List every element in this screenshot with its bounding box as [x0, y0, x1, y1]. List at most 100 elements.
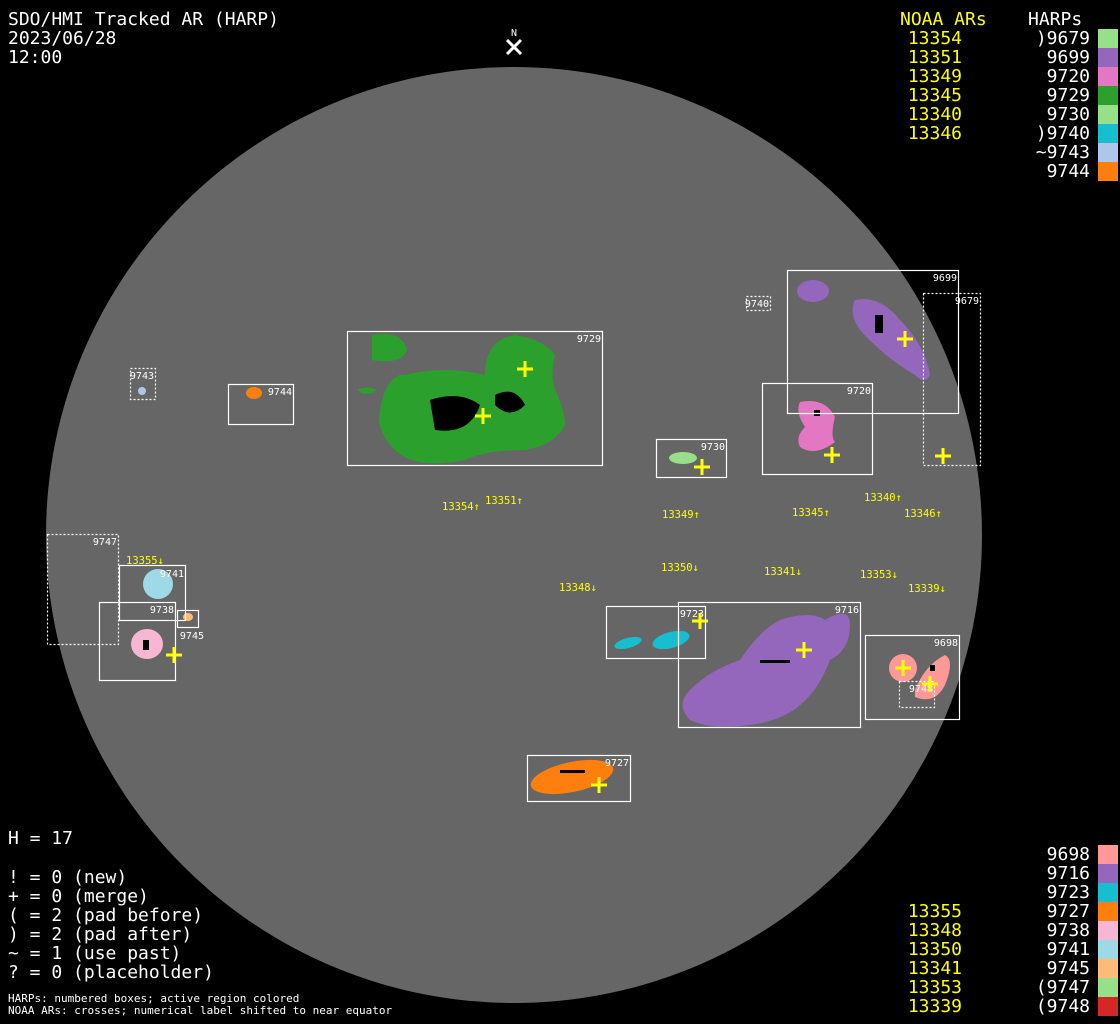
harp-legend-row: 9741 [1036, 940, 1118, 959]
harp-legend-row: 9698 [1036, 845, 1118, 864]
harp-label: 9723 [680, 609, 704, 620]
harp-label: 9748 [909, 684, 933, 695]
region-9741 [143, 569, 173, 599]
noaa-label: 13345↑ [792, 507, 830, 519]
harp-box-labels: 9729 9699 9679 9740 9720 9730 9743 9744 … [93, 273, 979, 769]
noaa-item: 13348 [907, 920, 962, 941]
noaa-label: 13350↓ [661, 562, 699, 574]
noaa-item: 13350 [907, 939, 962, 960]
region-9699a [797, 280, 829, 302]
harp-label: 9730 [701, 442, 725, 453]
stat-pad-after: ) = 2 (pad after) [8, 924, 193, 945]
bottom-noaa-list: 13355 13348 13350 13341 13353 13339 [890, 902, 962, 1016]
harp-legend-row: (9748 [1036, 997, 1118, 1016]
stat-placeholder: ? = 0 (placeholder) [8, 962, 214, 983]
noaa-cross [824, 447, 840, 463]
noaa-crosses [166, 331, 951, 793]
harp-label: 9743 [130, 371, 154, 382]
region-9745 [183, 613, 193, 621]
region-9723a [614, 636, 642, 650]
noaa-cross [475, 408, 491, 424]
harp-color-swatch [1098, 959, 1118, 978]
harp-box-9743 [129, 367, 157, 401]
harp-legend-row: 9730 [1036, 105, 1118, 124]
noaa-item: 13341 [907, 958, 962, 979]
harp-id: ~9743 [1035, 142, 1090, 163]
harp-color-swatch [1098, 29, 1118, 48]
noaa-item: 13349 [907, 66, 962, 87]
harp-box-9723 [605, 605, 707, 660]
harp-legend-row: (9747 [1036, 978, 1118, 997]
stat-pad-before: ( = 2 (pad before) [8, 905, 204, 926]
region-9699b [852, 299, 930, 380]
noaa-cross [897, 331, 913, 347]
harp-legend-row: 9716 [1036, 864, 1118, 883]
harps-header: HARPs [1028, 9, 1083, 30]
harp-id: 9720 [1046, 66, 1090, 87]
harp-id: 9730 [1046, 104, 1090, 125]
svg-text:N: N [511, 28, 517, 39]
harp-box-9740 [745, 295, 772, 312]
harp-color-swatch [1098, 902, 1118, 921]
harp-color-swatch [1098, 67, 1118, 86]
noaa-cross [591, 777, 607, 793]
harp-legend-row: 9723 [1036, 883, 1118, 902]
region-9730 [669, 452, 697, 464]
noaa-cross [796, 642, 812, 658]
harp-box-9716 [677, 601, 862, 729]
harp-id: 9698 [1046, 844, 1090, 865]
harp-label: 9741 [160, 569, 184, 580]
noaa-label: 13341↓ [764, 566, 802, 578]
harp-color-swatch [1098, 978, 1118, 997]
stat-merge: + = 0 (merge) [8, 886, 149, 907]
noaa-label: 13354↑ [442, 501, 480, 513]
harp-color-swatch [1098, 883, 1118, 902]
harp-id: 9745 [1046, 958, 1090, 979]
harp-box-9729 [346, 330, 604, 467]
noaa-label: 13351↑ [485, 495, 523, 507]
harp-legend-row: 9699 [1036, 48, 1118, 67]
harp-color-swatch [1098, 864, 1118, 883]
harp-id: (9748 [1035, 996, 1090, 1017]
harp-label: 9727 [605, 758, 629, 769]
harp-id: 9738 [1046, 920, 1090, 941]
harp-label: 9720 [847, 386, 871, 397]
noaa-label: 13348↓ [559, 582, 597, 594]
noaa-cross [922, 676, 938, 692]
harp-id: )9740 [1035, 123, 1090, 144]
image-title: SDO/HMI Tracked AR (HARP) [8, 9, 279, 30]
image-date: 2023/06/28 [8, 28, 117, 49]
harp-box-9730 [655, 438, 728, 479]
noaa-item: 13340 [907, 104, 962, 125]
harp-box-9748 [898, 680, 936, 709]
noaa-cross [694, 459, 710, 475]
harp-label: 9738 [150, 605, 174, 616]
active-regions [131, 280, 950, 795]
region-9744 [246, 387, 262, 399]
noaa-header: NOAA ARs [900, 9, 987, 30]
harp-id: 9699 [1046, 47, 1090, 68]
noaa-cross [166, 647, 182, 663]
harp-color-swatch [1098, 48, 1118, 67]
noaa-item: 13339 [907, 996, 962, 1017]
noaa-item: 13355 [907, 901, 962, 922]
harp-count: H = 17 [8, 828, 74, 849]
noaa-label: 13339↓ [908, 583, 946, 595]
harp-legend-row: 9738 [1036, 921, 1118, 940]
harp-color-swatch [1098, 86, 1118, 105]
noaa-cross [895, 660, 911, 676]
harp-box-9744 [227, 383, 295, 426]
harp-boxes [46, 269, 982, 803]
harp-color-swatch [1098, 124, 1118, 143]
stat-new: ! = 0 (new) [8, 867, 128, 888]
harp-color-swatch [1098, 921, 1118, 940]
harp-label: 9740 [745, 299, 769, 310]
harp-id: 9727 [1046, 901, 1090, 922]
noaa-cross [692, 613, 708, 629]
harp-box-9698 [864, 634, 961, 721]
noaa-item: 13346 [907, 123, 962, 144]
harp-box-9745 [176, 609, 200, 629]
